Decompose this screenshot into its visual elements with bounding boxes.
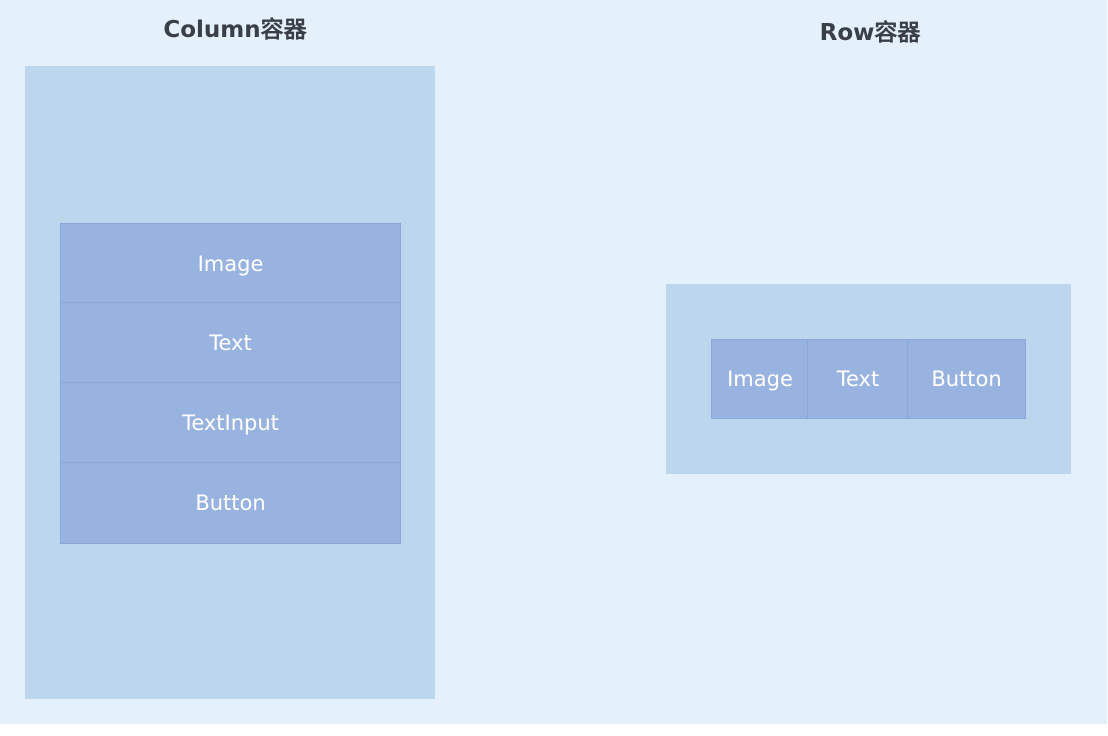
row-child-image: Image xyxy=(711,339,809,419)
column-container-title: Column容器 xyxy=(163,17,307,43)
column-child-image: Image xyxy=(60,223,401,304)
column-child-textinput: TextInput xyxy=(60,382,401,464)
row-container-title: Row容器 xyxy=(819,20,921,46)
column-child-text: Text xyxy=(60,302,401,384)
row-child-text: Text xyxy=(807,339,909,419)
row-child-button: Button xyxy=(907,339,1026,419)
column-child-button: Button xyxy=(60,462,401,544)
